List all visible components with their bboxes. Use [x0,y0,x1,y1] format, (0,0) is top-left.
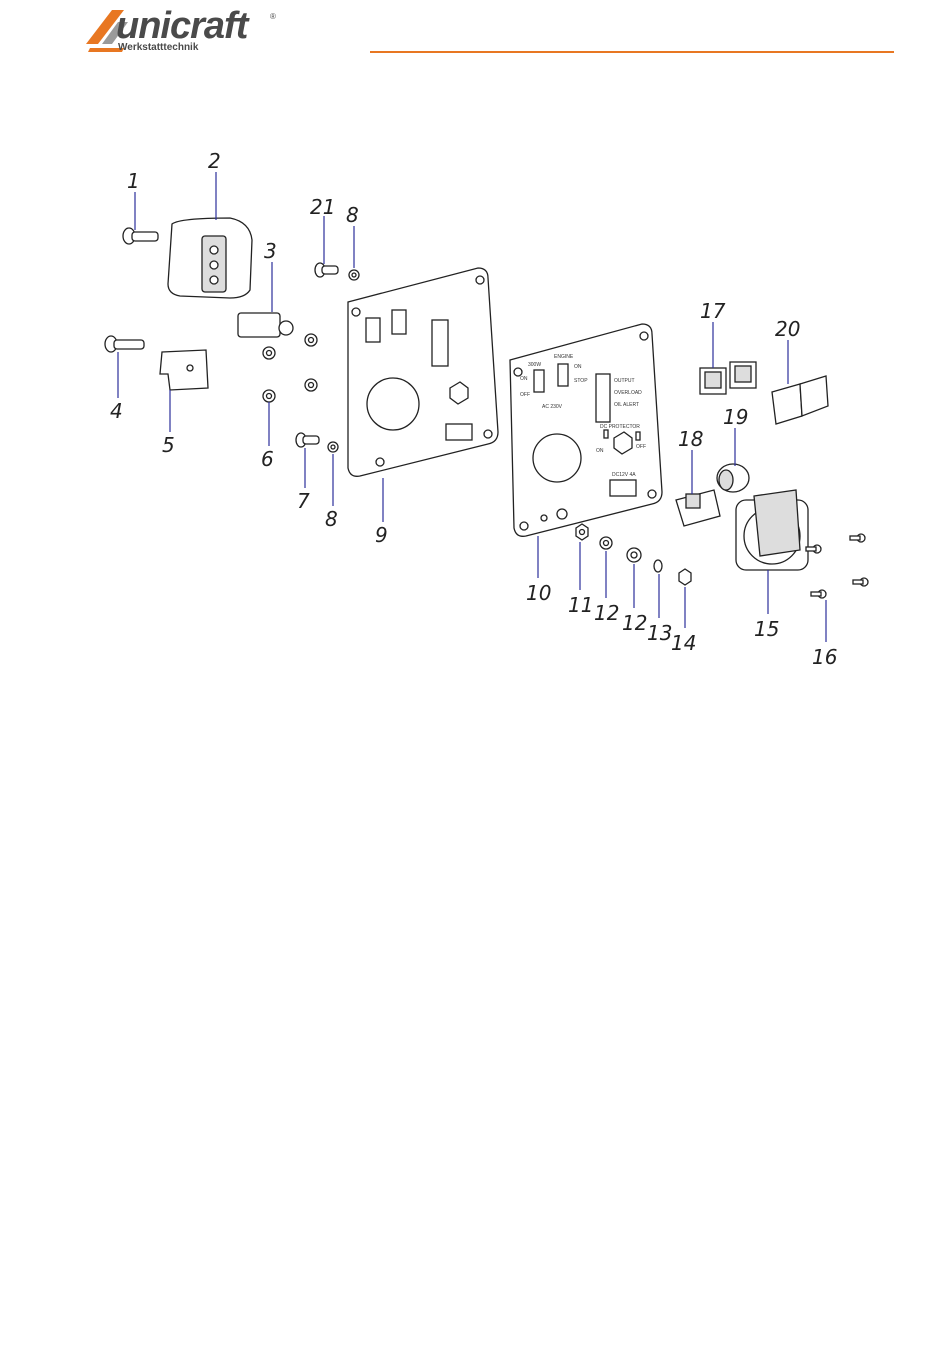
callout-11: 11 [568,593,593,617]
callout-1: 1 [127,169,140,193]
part-indicator-19 [717,464,749,492]
panel-label-dc-protector: DC PROTECTOR [600,424,640,430]
callout-17: 17 [700,299,726,323]
part-washer-13 [654,560,662,572]
part-washer-8 [328,442,338,452]
panel-label-output: OUTPUT [614,378,635,384]
panel-label-dc-on: ON [596,448,604,454]
callout-6: 6 [261,447,274,471]
part-breaker-3 [238,313,293,337]
panel-label-300w: 300W [528,362,541,368]
panel-label-engine: ENGINE [554,354,574,360]
callout-12a: 12 [594,601,619,625]
part-bolt-1 [123,228,158,244]
panel-label-overload: OVERLOAD [614,390,642,396]
panel-label-oil-alert: OIL ALERT [614,402,639,408]
callout-8-top: 8 [346,203,359,227]
part-front-panel-10: 300W ENGINE ON OFF ON STOP AC 230V OUTPU… [510,324,662,536]
callout-10: 10 [526,581,551,605]
part-bolt-21 [315,263,338,277]
part-bolt-4 [105,336,144,352]
part-socket-15 [736,490,808,570]
part-washer-12a [600,537,612,549]
panel-label-on: ON [520,376,528,382]
exploded-parts-diagram: 300W ENGINE ON OFF ON STOP AC 230V OUTPU… [0,0,950,700]
part-covers-20 [772,376,828,424]
callout-13: 13 [647,621,672,645]
callout-21: 21 [310,195,335,219]
panel-label-stop: STOP [574,378,588,384]
panel-label-on-right: ON [574,364,582,370]
callout-3: 3 [264,239,277,263]
part-bolt-7 [296,433,319,447]
callout-5: 5 [162,433,175,457]
callout-15: 15 [754,617,779,641]
callout-7: 7 [297,489,310,513]
panel-label-ac: AC 230V [542,404,563,410]
part-screws-16 [806,534,868,598]
part-cover-2 [168,218,252,298]
callout-12b: 12 [622,611,647,635]
panel-label-dc: DC12V 4A [612,472,636,478]
callout-20: 20 [775,317,800,341]
callout-18: 18 [678,427,703,451]
callout-4: 4 [110,399,123,423]
part-washer-12b [627,548,641,562]
callout-16: 16 [812,645,837,669]
part-switches-17 [700,362,756,394]
panel-label-dc-off: OFF [636,444,646,450]
callout-14: 14 [671,631,696,655]
part-nut-14 [679,569,691,585]
callout-19: 19 [723,405,748,429]
part-nut-11 [576,524,588,540]
callout-2: 2 [208,149,221,173]
part-back-panel-9 [348,268,498,476]
callout-9: 9 [375,523,388,547]
part-bracket-5 [160,350,208,390]
panel-label-off: OFF [520,392,530,398]
callout-8: 8 [325,507,338,531]
part-dc-socket-18 [676,490,720,526]
part-nut-6 [263,334,317,402]
part-washer-8-top [349,270,359,280]
